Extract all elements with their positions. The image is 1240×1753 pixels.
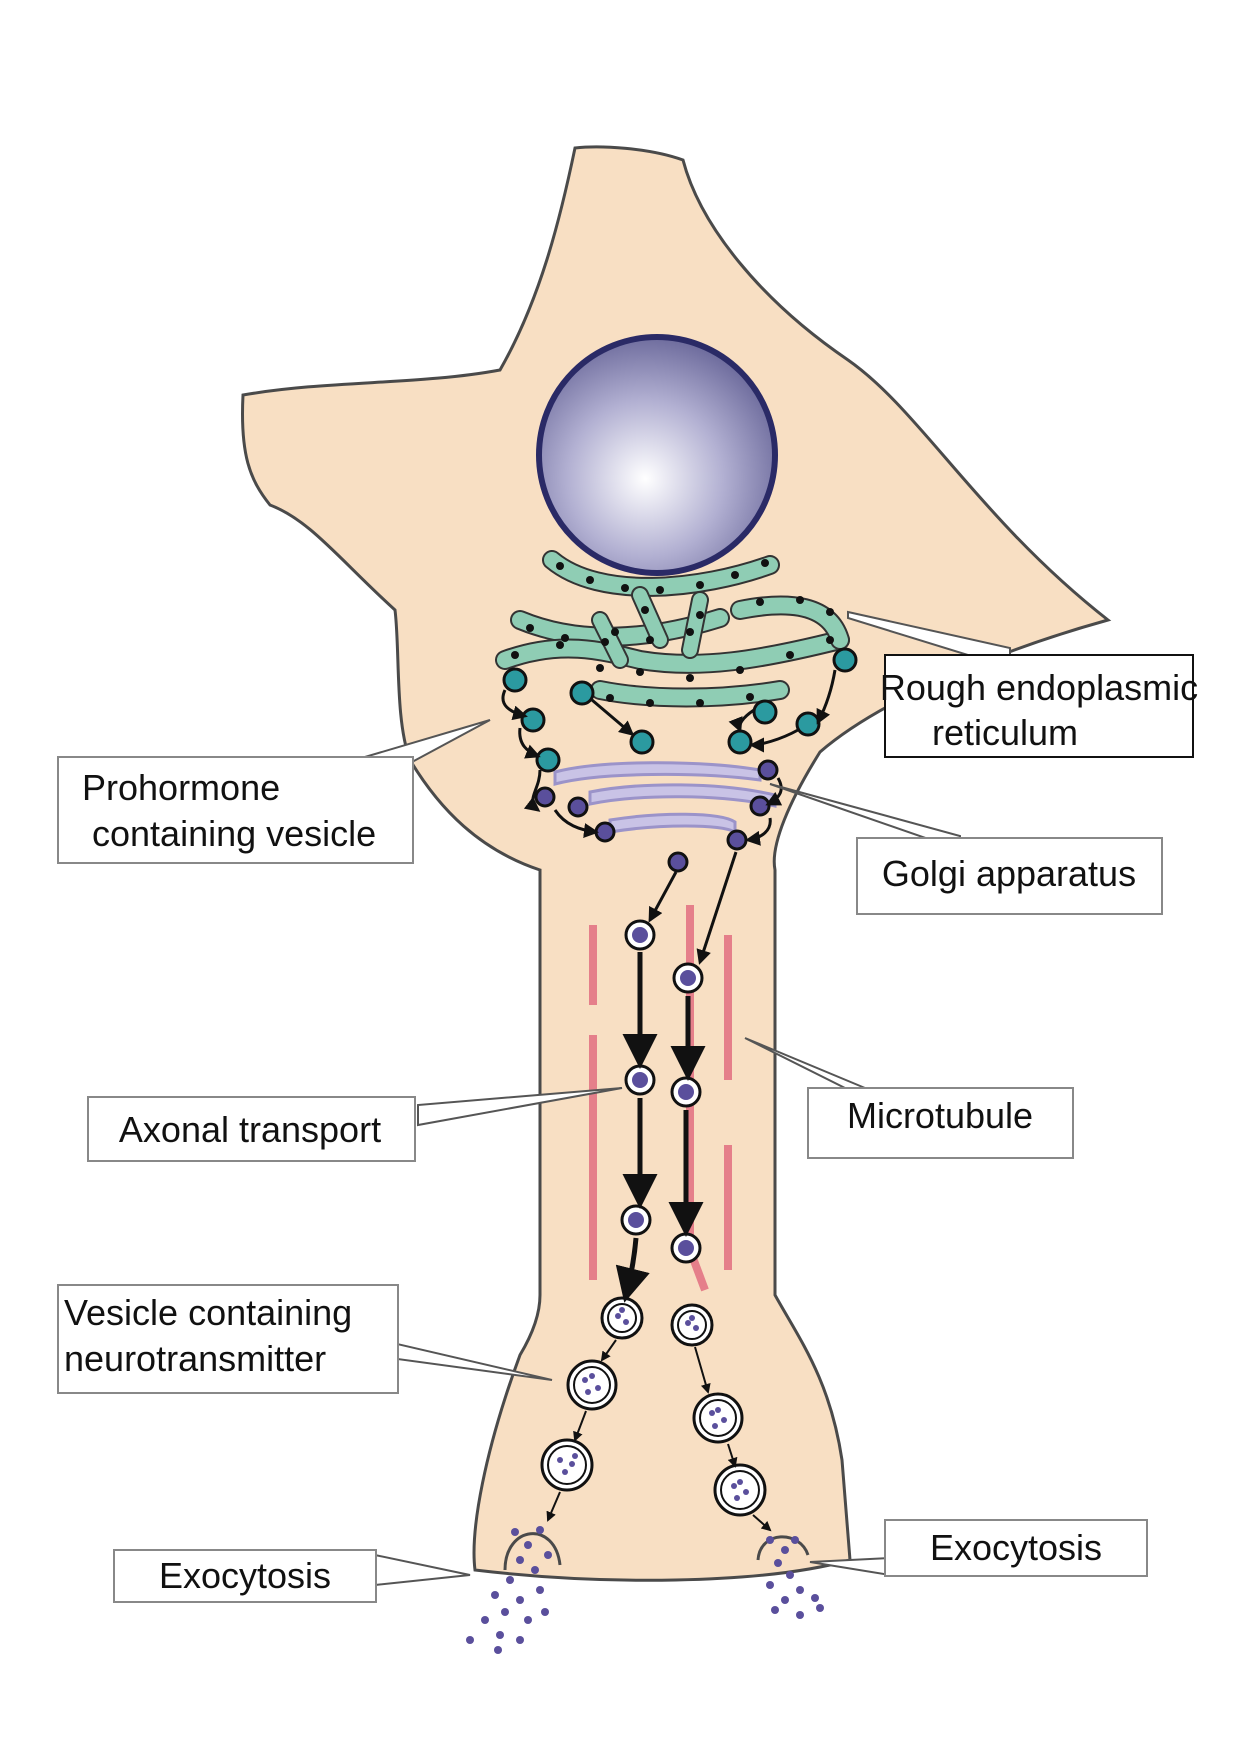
- label-rer: Rough endoplasmic reticulum: [880, 654, 1198, 758]
- label-microtubule: Microtubule: [807, 1087, 1074, 1159]
- label-prohormone-vesicle: Prohormone containing vesicle: [57, 756, 414, 864]
- golgi-apparatus: [553, 761, 777, 835]
- label-axonal-transport: Axonal transport: [87, 1096, 416, 1162]
- released-neurotransmitter: [466, 1526, 824, 1654]
- prohormone-vesicles: [502, 647, 858, 773]
- label-exocytosis-left: Exocytosis: [113, 1549, 377, 1603]
- neurotransmitter-vesicles-inner: [547, 1303, 760, 1510]
- svg-text:Vesicle containing: Vesicle containing: [64, 1292, 352, 1333]
- svg-text:Microtubule: Microtubule: [847, 1095, 1033, 1136]
- svg-text:Golgi apparatus: Golgi apparatus: [882, 853, 1136, 894]
- label-vesicle-neurotransmitter: Vesicle containing neurotransmitter: [57, 1284, 399, 1394]
- svg-text:containing vesicle: containing vesicle: [92, 813, 376, 854]
- svg-text:Exocytosis: Exocytosis: [159, 1555, 331, 1596]
- transport-arrows: [501, 669, 837, 1532]
- label-exocytosis-right: Exocytosis: [884, 1519, 1148, 1577]
- svg-text:Exocytosis: Exocytosis: [930, 1527, 1102, 1568]
- svg-text:Prohormone: Prohormone: [82, 767, 280, 808]
- ribosomes: [511, 559, 834, 707]
- leader-lines: [347, 610, 1011, 1587]
- svg-text:reticulum: reticulum: [932, 712, 1078, 753]
- rough-endoplasmic-reticulum: [495, 550, 850, 708]
- svg-text:Rough endoplasmic: Rough endoplasmic: [880, 667, 1198, 708]
- neurotransmitter-dots: [557, 1307, 749, 1501]
- nucleus: [536, 334, 778, 576]
- svg-text:Axonal transport: Axonal transport: [119, 1109, 381, 1150]
- label-golgi: Golgi apparatus: [856, 837, 1163, 915]
- axonal-vesicles: [620, 919, 704, 1264]
- svg-text:neurotransmitter: neurotransmitter: [64, 1338, 326, 1379]
